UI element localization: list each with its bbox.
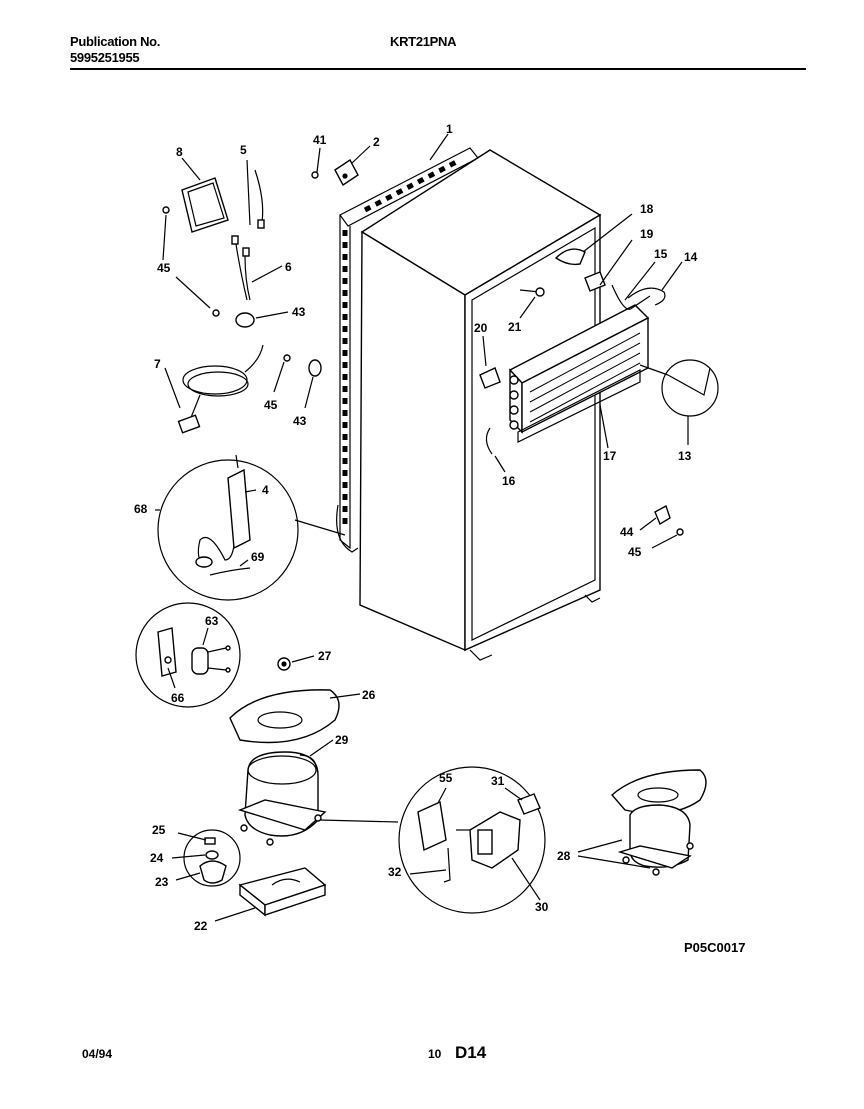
callout-43-lower: 43: [293, 414, 307, 428]
callout-18: 18: [640, 202, 654, 216]
bracket-part-2: [334, 145, 371, 187]
callout-1: 1: [446, 122, 453, 136]
callout-24: 24: [150, 851, 164, 865]
callout-32: 32: [388, 865, 402, 879]
callout-63: 63: [205, 614, 219, 628]
callout-44: 44: [620, 525, 634, 539]
wire-harness-parts-5-6: [231, 159, 283, 301]
callout-19: 19: [640, 227, 654, 241]
tube-part-14: [627, 261, 683, 306]
cover-part-8: [181, 157, 229, 233]
footer-date: 04/94: [82, 1047, 113, 1061]
callout-68: 68: [134, 502, 148, 516]
callout-2: 2: [373, 135, 380, 149]
detail-circle-part-13: [639, 359, 719, 445]
callout-22: 22: [194, 919, 208, 933]
clip-part-16: [485, 427, 506, 473]
callout-69: 69: [251, 550, 265, 564]
grommet-part-27: [277, 655, 315, 671]
callout-8: 8: [176, 145, 183, 159]
callout-5: 5: [240, 143, 247, 157]
footer-page-number: 10: [428, 1047, 442, 1061]
callout-41: 41: [313, 133, 327, 147]
callout-45-upper: 45: [157, 261, 171, 275]
callout-27: 27: [318, 649, 332, 663]
callout-6: 6: [285, 260, 292, 274]
callout-31: 31: [491, 774, 505, 788]
callout-28: 28: [557, 849, 571, 863]
screw-clamp-parts-45-43-middle: [273, 354, 322, 409]
screw-part-45-upper: [162, 206, 220, 317]
screw-part-21: [519, 287, 545, 319]
refrigerator-cabinet: [359, 149, 602, 661]
screw-part-41: [311, 147, 321, 179]
publication-label: Publication No.: [70, 34, 161, 49]
drawing-code: P05C0017: [684, 940, 746, 955]
power-cord-part-7: [164, 344, 264, 434]
callout-43-upper: 43: [292, 305, 306, 319]
base-bracket-part-22: [214, 867, 327, 922]
block-part-20: [479, 335, 501, 389]
relay-detail-circle: [398, 766, 546, 914]
callout-66: 66: [171, 691, 185, 705]
callout-13: 13: [678, 449, 692, 463]
callout-16: 16: [502, 474, 516, 488]
compressor-part-29: [237, 739, 399, 846]
callout-21: 21: [508, 320, 522, 334]
callout-4: 4: [262, 483, 269, 497]
detail-circle-part-66: [135, 602, 241, 708]
callout-23: 23: [155, 875, 169, 889]
footer-sheet-id: D14: [455, 1043, 487, 1062]
screw-part-45-right: [651, 528, 684, 549]
callout-29: 29: [335, 733, 349, 747]
condenser-part-15: [508, 261, 656, 449]
model-number: KRT21PNA: [390, 34, 457, 49]
callout-14: 14: [684, 250, 698, 264]
compressor-assembly-part-28: [577, 769, 707, 876]
grommet-detail-parts-23-24-25: [171, 829, 241, 887]
callout-20: 20: [474, 321, 488, 335]
drain-pan-part-26: [229, 689, 361, 744]
callout-45-right: 45: [628, 545, 642, 559]
callout-26: 26: [362, 688, 376, 702]
clamp-part-43-upper: [235, 311, 289, 328]
condenser-coil: [336, 147, 479, 553]
callout-30: 30: [535, 900, 549, 914]
callout-45-middle: 45: [264, 398, 278, 412]
clip-part-18: [554, 213, 633, 266]
callout-labels: 1 2 4 5 6 7 8 13 14 15 16 17 18 19 20 21…: [134, 122, 698, 933]
publication-number: 5995251955: [70, 50, 140, 65]
callout-25: 25: [152, 823, 166, 837]
callout-55: 55: [439, 771, 453, 785]
bracket-part-19: [584, 239, 633, 292]
header-rule: [70, 68, 806, 70]
callout-15: 15: [654, 247, 668, 261]
callout-7: 7: [154, 357, 161, 371]
detail-circle-part-68: [155, 454, 346, 601]
clip-part-44: [639, 504, 671, 531]
callout-17: 17: [603, 449, 617, 463]
